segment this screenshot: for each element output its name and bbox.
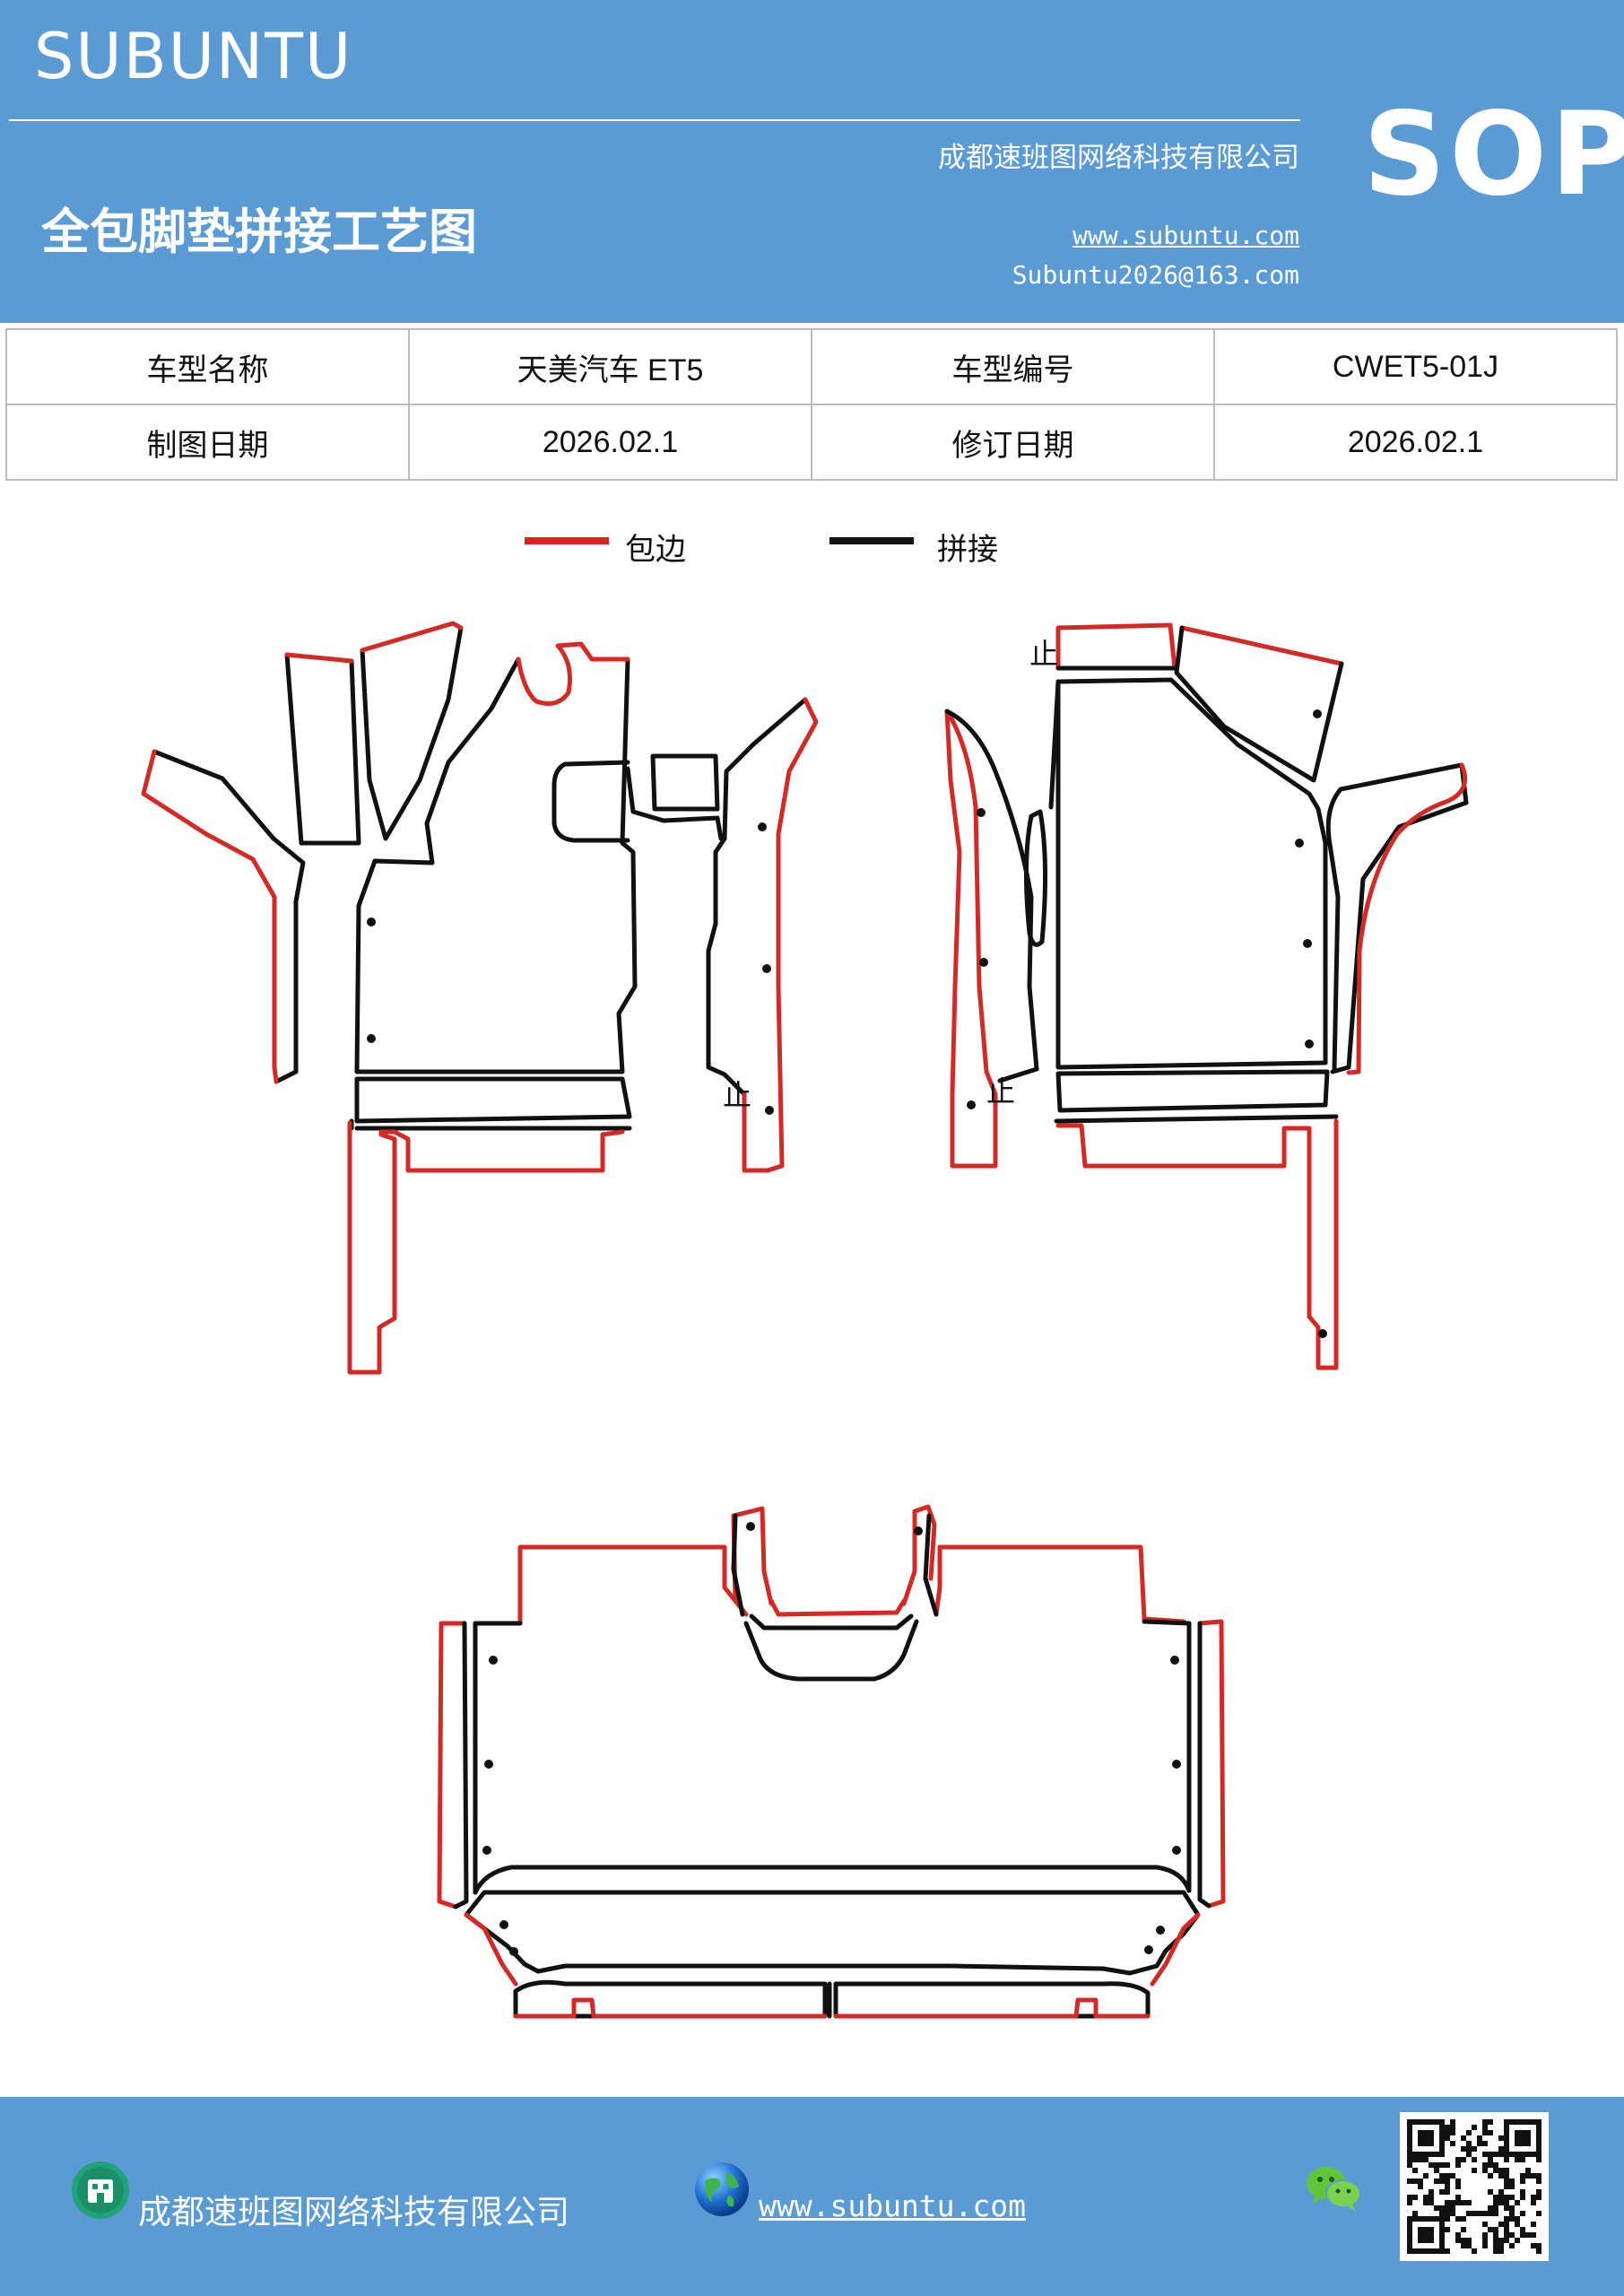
email-address[interactable]: Subuntu2026@163.com — [1012, 260, 1299, 290]
seam-swatch — [829, 537, 914, 544]
stop-marks: 止 止 止 — [723, 637, 1058, 1112]
table-cell: CWET5-01J — [1213, 328, 1618, 405]
stop-mark: 止 — [986, 1074, 1015, 1109]
footer-company: 成都速班图网络科技有限公司 — [138, 2193, 569, 2231]
wechat-icon — [1307, 2167, 1361, 2212]
table-cell: 天美汽车 ET5 — [408, 328, 812, 405]
qr-code[interactable] — [1400, 2112, 1549, 2261]
rear-mats — [437, 1504, 1226, 2019]
table-cell: 修订日期 — [811, 404, 1215, 481]
table-cell: 车型编号 — [811, 328, 1215, 405]
table-cell: 车型名称 — [5, 328, 410, 405]
building-icon — [72, 2161, 129, 2219]
header-divider — [9, 119, 1300, 121]
qr-code-pattern — [1407, 2119, 1541, 2254]
table-row: 制图日期 2026.02.1 修订日期 2026.02.1 — [5, 404, 1618, 481]
legend-item-edge: 包边 — [525, 525, 704, 570]
company-name: 成都速班图网络科技有限公司 — [938, 142, 1299, 174]
stop-mark: 止 — [723, 1078, 751, 1112]
legend-item-seam: 拼接 — [829, 525, 1009, 570]
globe-icon — [695, 2162, 749, 2216]
sop-badge: SOP — [1363, 88, 1624, 222]
footer-website-link[interactable]: www.subuntu.com — [759, 2188, 1027, 2223]
table-cell: 2026.02.1 — [1213, 404, 1618, 481]
table-cell: 制图日期 — [5, 404, 410, 481]
left-front-mats — [141, 621, 819, 1375]
fastener-dots — [367, 709, 1327, 1956]
vehicle-info-table: 车型名称 天美汽车 ET5 车型编号 CWET5-01J 制图日期 2026.0… — [5, 328, 1618, 481]
floor-mat-diagram: 止 止 止 — [141, 621, 1469, 2019]
footer-bar: 成都速班图网络科技有限公司 www.subuntu.com — [0, 2097, 1624, 2296]
brand-name: SUBUNTU — [34, 20, 353, 93]
legend-label: 拼接 — [937, 532, 998, 568]
legend-label: 包边 — [625, 532, 686, 568]
edge-swatch — [525, 537, 609, 544]
stop-mark: 止 — [1029, 637, 1058, 671]
table-cell: 2026.02.1 — [408, 404, 812, 481]
right-front-mats — [944, 622, 1469, 1370]
table-row: 车型名称 天美汽车 ET5 车型编号 CWET5-01J — [5, 328, 1618, 405]
website-link[interactable]: www.subuntu.com — [1073, 221, 1299, 250]
header-banner: SUBUNTU 成都速班图网络科技有限公司 全包脚垫拼接工艺图 www.subu… — [0, 0, 1624, 323]
document-title: 全包脚垫拼接工艺图 — [41, 203, 477, 260]
